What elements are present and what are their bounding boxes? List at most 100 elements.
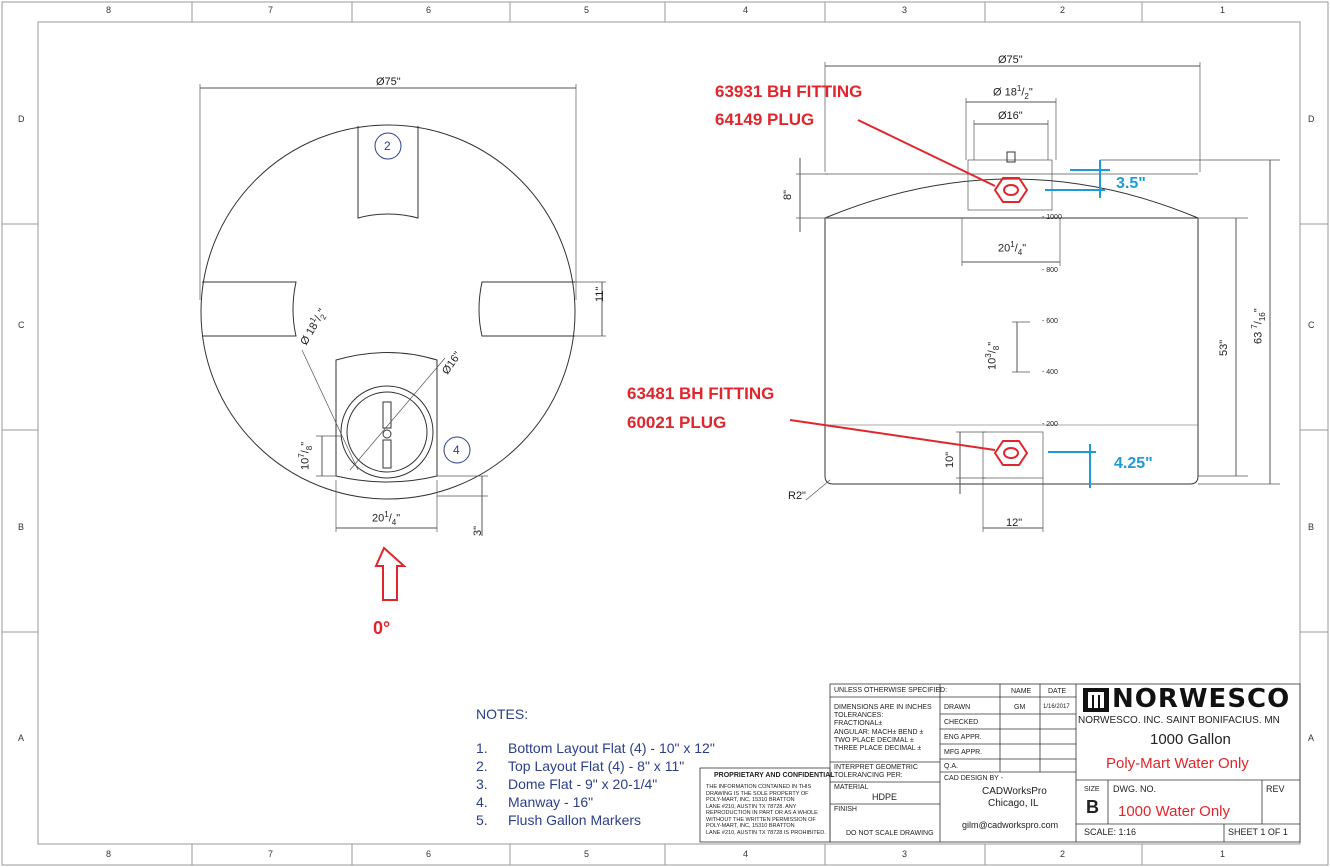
mfg-appr-label: MFG APPR. — [944, 749, 983, 756]
side-frac-half-n: 1 — [1016, 84, 1022, 93]
zone-bottom-1: 1 — [1220, 849, 1226, 859]
top-dim-20-14: 201/4" — [372, 510, 401, 527]
proprietary-line: POLY-MART, INC, 15310 BRATTON — [706, 797, 795, 803]
side-dim-8: 8" — [782, 189, 794, 200]
zone-right-A: A — [1308, 733, 1315, 743]
side-dim-12: 12" — [1006, 517, 1023, 529]
zone-left-D: D — [18, 114, 25, 124]
offset-markers — [1045, 160, 1110, 488]
note-item: 1. Bottom Layout Flat (4) - 10" x 12" — [476, 740, 715, 756]
date-header: DATE — [1048, 688, 1067, 695]
three-place: THREE PLACE DECIMAL ± — [834, 745, 922, 752]
side-dim-53: 53" — [1218, 339, 1230, 356]
manway-rib-top — [382, 401, 392, 429]
note-item: 2.Top Layout Flat (4) - 8" x 11" — [476, 758, 684, 774]
note-item: 3.Dome Flat - 9" x 20-1/4" — [476, 776, 657, 792]
proprietary-line: DRAWING IS THE SOLE PROPERTY OF — [706, 790, 809, 797]
top-frac-half-d: 2 — [318, 312, 329, 322]
scale: SCALE: 1:16 — [1084, 827, 1137, 837]
zone-top-6: 6 — [426, 5, 432, 15]
top-dim-11: 11" — [594, 286, 606, 302]
callout-4: 4 — [453, 443, 460, 457]
bottom-fitting-leader — [789, 419, 996, 451]
material-label: MATERIAL — [834, 784, 869, 791]
gallon-mark-200: - 200 — [1042, 421, 1058, 428]
right-flat — [478, 281, 575, 337]
drawing-title: 1000 Gallon — [1150, 731, 1231, 748]
side-dim-10-value: 10 — [986, 357, 999, 370]
side-dim-16: Ø16" — [998, 110, 1023, 122]
side-dim-18-value: Ø 18 — [993, 86, 1017, 99]
top-view-diameter: Ø75" — [376, 76, 401, 88]
top-fitting-label: 63931 BH FITTING — [715, 82, 863, 101]
tank-bottom — [824, 475, 1199, 485]
side-frac-14-n: 1 — [1010, 240, 1015, 249]
side-frac-716-n: 7 — [1250, 324, 1259, 329]
do-not-scale: DO NOT SCALE DRAWING — [846, 830, 934, 837]
top-bulkhead-fitting-icon — [993, 177, 1029, 203]
zone-top-7: 7 — [268, 5, 274, 15]
zone-top-3: 3 — [902, 5, 908, 15]
note-text: Bottom Layout Flat (4) - 10" x 12" — [508, 740, 715, 756]
eng-appr-label: ENG APPR. — [944, 734, 982, 741]
cad-email: gilm@cadworkspro.com — [962, 820, 1059, 830]
side-dim-63-value: 63 — [1252, 331, 1265, 344]
top-dim-10-78: 107/8" — [297, 441, 314, 470]
side-frac-38-d: 8 — [991, 345, 1001, 351]
cad-design-label: CAD DESIGN BY - — [944, 775, 1003, 782]
gallon-mark-800: - 800 — [1042, 267, 1058, 274]
side-frac-716-d: 16 — [1257, 312, 1267, 322]
manway-rib-bottom — [382, 439, 392, 469]
zone-bottom-3: 3 — [902, 849, 908, 859]
zone-top-4: 4 — [743, 5, 749, 15]
side-frac-14-d: 4 — [1017, 247, 1023, 257]
rev-label: REV — [1266, 784, 1285, 794]
zone-top-1: 1 — [1220, 5, 1226, 15]
proprietary-line: LANE #210, AUSTIN TX 78728. ANY — [706, 803, 797, 810]
norwesco-logo-icon — [1083, 688, 1109, 712]
top-dim-10-value: 10 — [299, 457, 312, 470]
side-dim-20-14: 201/4" — [998, 240, 1027, 257]
zone-bottom-6: 6 — [426, 849, 432, 859]
note-text: Manway - 16" — [508, 794, 594, 810]
top-frac-78-n: 7 — [297, 453, 306, 458]
drawing-subtitle: Poly-Mart Water Only — [1106, 755, 1249, 772]
unless-specified: UNLESS OTHERWISE SPECIFIED: — [834, 687, 948, 694]
top-frac-78-d: 8 — [304, 445, 314, 451]
note-item: 4. Manway - 16" — [476, 794, 593, 810]
tolerancing-per: TOLERANCING PER: — [834, 772, 903, 779]
side-view-diameter: Ø75" — [998, 54, 1023, 66]
note-num: 5. — [476, 812, 488, 828]
zone-right-B: B — [1308, 522, 1315, 532]
note-text: Top Layout Flat (4) - 8" x 11" — [508, 758, 685, 774]
qa-label: Q.A. — [944, 763, 959, 770]
top-frac-14-n: 1 — [384, 510, 389, 519]
gallon-mark-600: - 600 — [1042, 318, 1058, 325]
note-num: 4. — [476, 794, 488, 810]
manway-center — [382, 429, 392, 439]
side-dim-10: 10" — [944, 451, 956, 468]
manway-inner-ring — [346, 391, 428, 473]
drawn-date: 1/16/2017 — [1043, 704, 1070, 710]
top-offset-label: 3.5" — [1116, 175, 1146, 192]
zone-right-C: C — [1308, 320, 1315, 330]
proprietary-title: PROPRIETARY AND CONFIDENTIAL — [714, 772, 835, 779]
zone-bottom-7: 7 — [268, 849, 274, 859]
note-item: 5.Flush Gallon Markers — [476, 812, 641, 828]
orientation-zero-degree: 0° — [373, 618, 391, 638]
top-flat-2 — [357, 126, 419, 219]
tank-outline-circle — [200, 124, 576, 500]
zone-bottom-5: 5 — [584, 849, 590, 859]
manway-outer-ring — [340, 385, 434, 479]
cad-company: CADWorksPro — [982, 786, 1047, 797]
finish-label: FINISH — [834, 806, 857, 813]
side-frac-38-n: 3 — [984, 353, 993, 358]
two-place: TWO PLACE DECIMAL ± — [834, 737, 914, 744]
callout-2: 2 — [384, 139, 391, 153]
note-num: 1. — [476, 740, 488, 756]
sheet: SHEET 1 OF 1 — [1228, 827, 1288, 837]
zone-top-5: 5 — [584, 5, 590, 15]
zone-bottom-4: 4 — [743, 849, 749, 859]
notes-title: NOTES: — [476, 706, 529, 722]
